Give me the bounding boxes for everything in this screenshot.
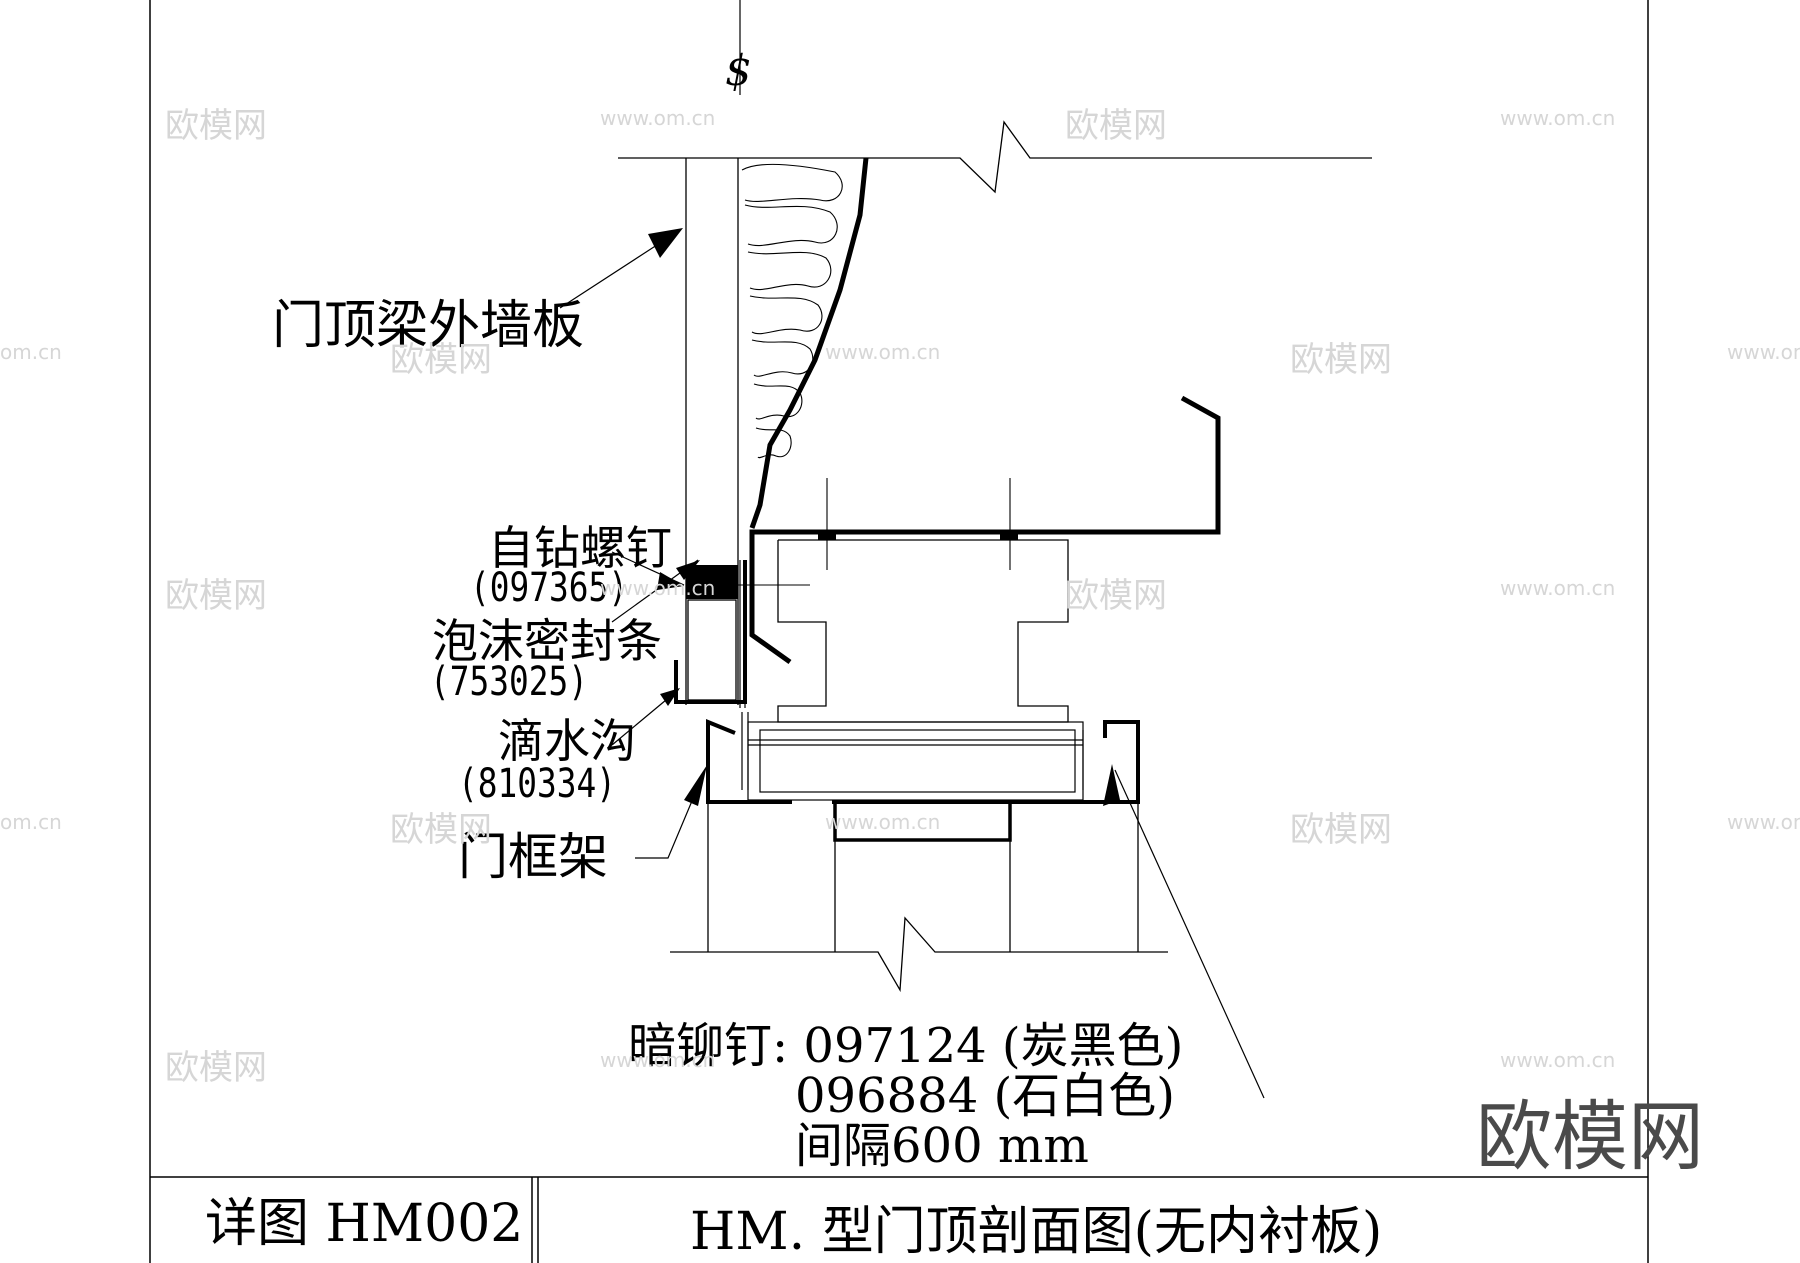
label-screw-name: 自钻螺钉 (488, 521, 672, 575)
label-foam-name: 泡沫密封条 (432, 614, 662, 668)
insulation-hatch (741, 163, 843, 459)
watermark-url-6: www.om.cn (600, 576, 716, 600)
watermark-cn-7: 欧模网 (390, 810, 492, 850)
watermark-cn-1: 欧模网 (165, 106, 267, 146)
detail-label: 详图 HM002 (205, 1194, 524, 1254)
label-screw-code: (097365) (470, 565, 628, 611)
label-drip-code: (810334) (458, 761, 616, 807)
sheet-border (149, 0, 1649, 1263)
watermark-url-5: www.om.cn (1727, 340, 1800, 364)
drawing-title: HM. 型门顶剖面图(无内衬板) (690, 1202, 1383, 1262)
leader-arrowheads (648, 228, 1120, 806)
watermark-cn-3: 欧模网 (390, 340, 492, 380)
top-break-line (618, 120, 1372, 194)
watermark-url-1: www.om.cn (600, 106, 716, 130)
watermark-url-11: www.om.cn (600, 1048, 716, 1072)
rivet-note-line2: 096884 (石白色) (795, 1068, 1175, 1124)
beam-section (777, 539, 1069, 723)
watermark-url-10: www.om.cn (1727, 810, 1800, 834)
header-flashing (749, 395, 1221, 665)
label-foam-code: (753025) (430, 659, 588, 705)
label-door-frame: 门框架 (458, 828, 608, 886)
watermark-cn-4: 欧模网 (1290, 340, 1392, 380)
rivet-note-line3: 间隔600 mm (795, 1118, 1089, 1174)
watermark-cn-5: 欧模网 (165, 576, 267, 616)
centerline-symbol: $ (725, 46, 752, 95)
outer-wall-panel (685, 158, 739, 705)
flashing-outer (749, 157, 869, 529)
watermark-url-12: www.om.cn (1500, 1048, 1616, 1072)
label-drip-name: 滴水沟 (498, 714, 636, 768)
foam-seal-strip (687, 599, 737, 701)
watermark-url-4: www.om.cn (825, 340, 941, 364)
watermark-url-8: om.cn (0, 810, 62, 834)
self-drilling-screw (686, 565, 738, 599)
watermark-cn-8: 欧模网 (1290, 810, 1392, 850)
bottom-break-line (670, 916, 1168, 993)
watermark-url-9: www.om.cn (825, 810, 941, 834)
brand-watermark: 欧模网 (1476, 1092, 1704, 1181)
watermark-cn-2: 欧模网 (1065, 106, 1167, 146)
door-frame-body (833, 802, 1012, 842)
watermark-url-7: www.om.cn (1500, 576, 1616, 600)
door-frame-channel (706, 719, 1140, 804)
door-frame-jambs (707, 802, 1139, 952)
drip-channel (674, 560, 747, 704)
label-outer-wall-panel: 门顶梁外墙板 (272, 296, 585, 356)
header-fasteners (818, 478, 1018, 570)
watermark-cn-9: 欧模网 (165, 1048, 267, 1088)
door-frame-glazing (741, 712, 1084, 801)
watermark-cn-6: 欧模网 (1065, 576, 1167, 616)
watermark-url-2: www.om.cn (1500, 106, 1616, 130)
watermark-url-3: om.cn (0, 340, 62, 364)
rivet-note-line1: 暗铆钉: 097124 (炭黑色) (628, 1018, 1184, 1074)
